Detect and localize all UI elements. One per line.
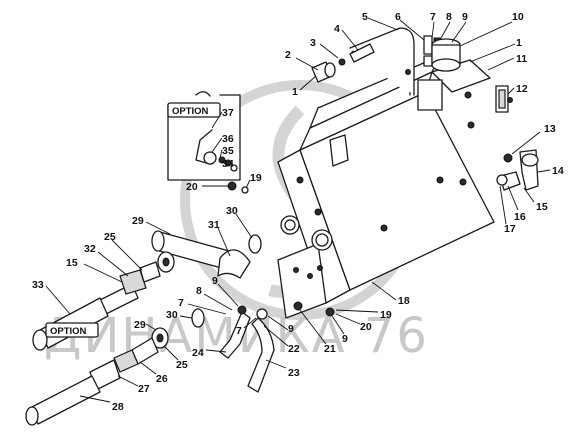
callout-35: 35: [222, 145, 234, 157]
callout-15: 15: [66, 257, 78, 269]
callout-14: 14: [552, 165, 564, 177]
callout-25: 25: [176, 359, 188, 371]
option-box-upper: OPTION: [167, 91, 241, 181]
callout-9: 9: [288, 323, 294, 335]
callout-9: 9: [342, 333, 348, 345]
callout-9: 9: [462, 11, 468, 23]
callout-18: 18: [398, 295, 410, 307]
callout-21: 21: [324, 343, 336, 355]
callout-34: 34: [222, 158, 234, 170]
callout-1: 1: [292, 86, 298, 98]
callout-37: 37: [222, 107, 234, 119]
callout-15: 15: [536, 201, 548, 213]
sight-gauge: [495, 85, 513, 113]
callout-22: 22: [288, 343, 300, 355]
callout-9: 9: [212, 275, 218, 287]
callout-31: 31: [208, 219, 220, 231]
right-fittings: [496, 149, 539, 191]
fitting-chain-lower: [25, 308, 205, 426]
callout-30: 30: [226, 205, 238, 217]
callout-25: 25: [104, 231, 116, 243]
callout-4: 4: [334, 23, 340, 35]
callout-30: 30: [166, 309, 178, 321]
callout-6: 6: [395, 11, 401, 23]
callout-5: 5: [362, 11, 368, 23]
callout-24: 24: [192, 347, 204, 359]
callout-20: 20: [186, 181, 198, 193]
callout-7: 7: [178, 297, 184, 309]
callout-3: 3: [310, 37, 316, 49]
callout-16: 16: [514, 211, 526, 223]
callout-19: 19: [250, 172, 262, 184]
callout-29: 29: [134, 319, 146, 331]
bolts-left: [227, 181, 249, 194]
option-label-upper: OPTION: [172, 106, 209, 117]
callout-8: 8: [446, 11, 452, 23]
callout-12: 12: [516, 83, 528, 95]
callout-7: 7: [430, 11, 436, 23]
option-label-lower: OPTION: [50, 326, 87, 337]
callout-29: 29: [132, 215, 144, 227]
return-hoses: [219, 301, 335, 393]
callout-32: 32: [84, 243, 96, 255]
callout-17: 17: [504, 223, 516, 235]
hose-option-lower: OPTION: [32, 297, 109, 351]
callout-8: 8: [196, 285, 202, 297]
callout-36: 36: [222, 133, 234, 145]
callout-23: 23: [288, 367, 300, 379]
breather-fittings: [311, 43, 375, 83]
callout-19: 19: [380, 309, 392, 321]
callouts: 1 1 2 3 4 5 6 7 8 9 10 11 12 13 14 15 16…: [32, 11, 564, 413]
callout-28: 28: [112, 401, 124, 413]
callout-13: 13: [544, 123, 556, 135]
callout-10: 10: [512, 11, 524, 23]
callout-26: 26: [156, 373, 168, 385]
callout-33: 33: [32, 279, 44, 291]
callout-1: 1: [516, 37, 522, 49]
callout-7: 7: [236, 325, 242, 337]
callout-20: 20: [360, 321, 372, 333]
callout-27: 27: [138, 383, 150, 395]
fitting-chain-upper: [95, 251, 175, 317]
callout-11: 11: [516, 53, 527, 65]
suction-hose-upper: [151, 230, 262, 279]
callout-2: 2: [285, 49, 291, 61]
